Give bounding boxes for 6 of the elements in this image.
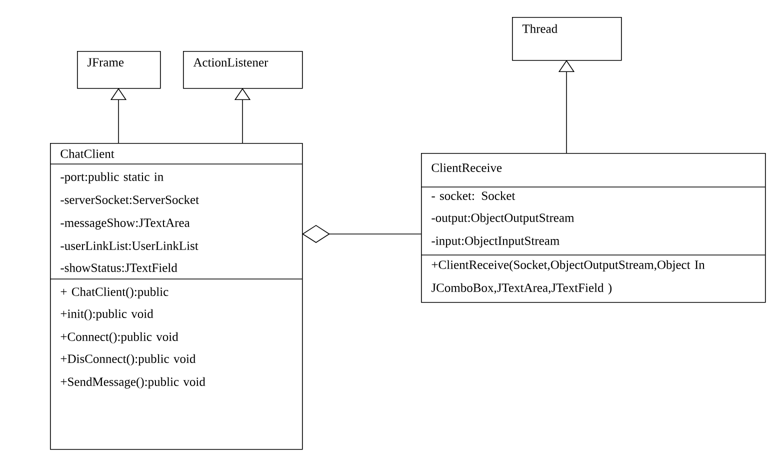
- interface-box: Thread: [512, 17, 622, 61]
- class-box: ClientReceive - socket: Socket -output:ObjectOutputStream -input:ObjectInputStream +ClientReceive(Socket,ObjectOutputStream,Object In JComboBox,JTextArea,JTextField ): [420, 153, 766, 303]
- interface-box: ActionListener: [183, 51, 303, 89]
- class-box: ChatClient -port:public static in -serverSocket:ServerSocket -messageShow:JTextArea -userLinkList:UserLinkList -showStatus:JTextField + ChatClient():public +init():public void +Connect():public void +DisConnect():public void +SendMessage():public void: [50, 143, 303, 450]
- interface-box: JFrame: [77, 51, 161, 89]
- aggregation-line: [302, 225, 422, 243]
